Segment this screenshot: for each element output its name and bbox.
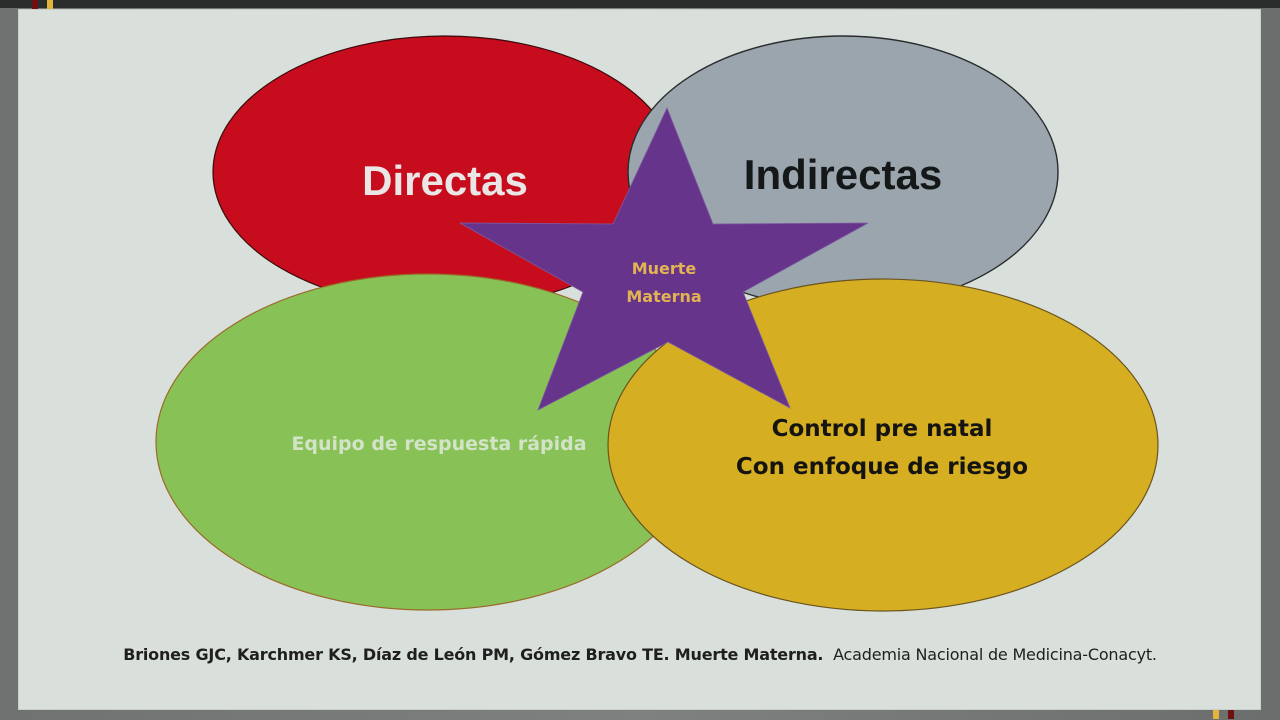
label-muerte: Muerte — [632, 259, 697, 278]
star-muerte-materna — [459, 106, 869, 411]
citation-source: Academia Nacional de Medicina-Conacyt. — [833, 645, 1157, 664]
citation: Briones GJC, Karchmer KS, Díaz de León P… — [0, 645, 1280, 664]
frame-marker-yellow — [47, 0, 53, 10]
label-indirectas: Indirectas — [744, 151, 942, 198]
frame-marker-dark-red — [32, 0, 38, 10]
citation-authors: Briones GJC, Karchmer KS, Díaz de León P… — [123, 645, 824, 664]
label-control-prenatal-line1: Control pre natal — [772, 416, 993, 442]
label-control-prenatal-line2: Con enfoque de riesgo — [736, 454, 1028, 480]
label-directas: Directas — [362, 157, 528, 204]
top-frame-strip — [0, 0, 1280, 8]
frame-marker-yellow — [1213, 709, 1219, 719]
frame-marker-dark-red — [1228, 709, 1234, 719]
label-materna: Materna — [626, 287, 701, 306]
label-equipo-respuesta: Equipo de respuesta rápida — [291, 433, 586, 455]
